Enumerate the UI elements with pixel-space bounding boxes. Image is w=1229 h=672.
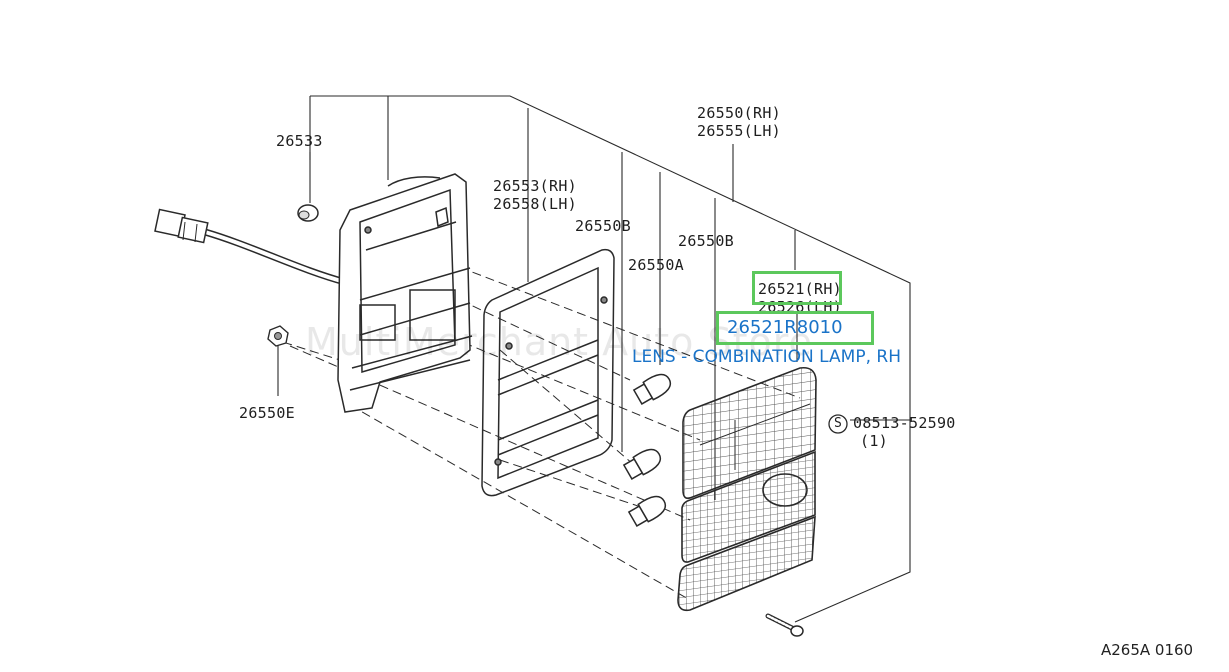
callout-26550a: 26550A xyxy=(628,256,684,274)
bulb-26550b-upper xyxy=(622,448,662,480)
part-number-link[interactable]: 26521R8010 xyxy=(727,317,843,338)
callout-26550e: 26550E xyxy=(239,404,295,422)
diagram-reference-code: A265A 0160 xyxy=(1101,641,1194,659)
callout-26558-lh: 26558(LH) xyxy=(493,195,577,213)
lamp-body-housing xyxy=(337,173,473,413)
callout-screw-qty: (1) xyxy=(860,432,888,450)
highlight-box-26521[interactable] xyxy=(752,271,842,305)
callout-screw-symbol: S xyxy=(834,416,843,431)
bulbs xyxy=(622,373,672,527)
callout-26553-rh: 26553(RH) xyxy=(493,177,577,195)
callout-26533: 26533 xyxy=(276,132,323,150)
wire-harness xyxy=(154,208,349,286)
callout-26550-rh: 26550(RH) xyxy=(697,104,781,122)
callout-26521-rh: 26521(RH) xyxy=(758,280,842,298)
bulb-26550a xyxy=(632,373,672,405)
callout-26555-lh: 26555(LH) xyxy=(697,122,781,140)
highlight-box-part-number[interactable] xyxy=(716,311,874,345)
grommet-part xyxy=(297,204,319,222)
callout-26550b-1: 26550B xyxy=(575,217,631,235)
callout-screw-number: 08513-52590 xyxy=(853,414,956,432)
callout-26550b-2: 26550B xyxy=(678,232,734,250)
screw-symbol-circle xyxy=(828,414,848,434)
gasket-frame xyxy=(481,248,615,497)
bulb-26550b-lower xyxy=(627,495,667,527)
nut-part xyxy=(267,325,289,347)
screw-part xyxy=(765,613,804,637)
watermark: MultiMerchant Auto Store xyxy=(305,320,813,364)
part-description-link[interactable]: LENS - COMBINATION LAMP, RH xyxy=(632,347,901,367)
lens-combination-lamp xyxy=(677,366,817,612)
leader-lines xyxy=(277,95,911,623)
